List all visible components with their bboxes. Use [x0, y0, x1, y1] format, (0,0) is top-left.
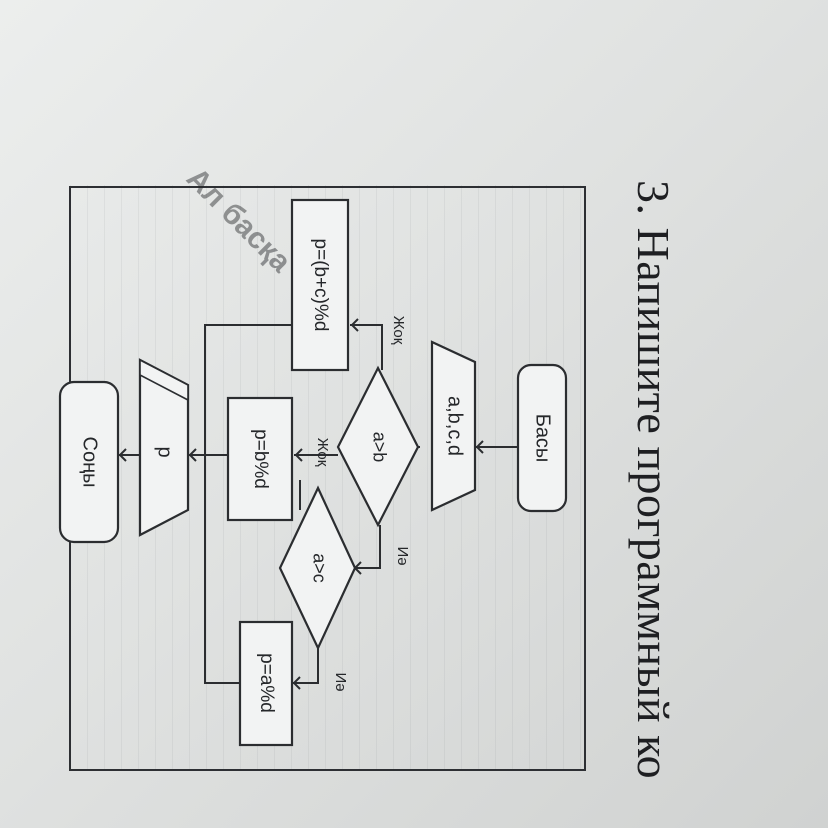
- input-block: a,b,c,d: [430, 340, 477, 512]
- end-terminal: Соңы: [58, 380, 120, 544]
- decision-a-gt-c: a>c: [278, 485, 357, 651]
- process-bc: p=(b+c)%d: [290, 198, 350, 372]
- proc-b-label: p=b%d: [250, 429, 271, 489]
- process-a: p=a%d: [238, 620, 294, 747]
- proc-bc-label: p=(b+c)%d: [310, 239, 331, 332]
- yes-label-1: Иә: [394, 546, 411, 565]
- watermark-text: Ал басқа: [180, 162, 297, 279]
- output-block: p: [138, 358, 190, 537]
- output-label: p: [154, 446, 176, 457]
- no-label-2: Жоқ: [314, 438, 331, 467]
- cond2-label: a>c: [309, 553, 329, 583]
- yes-label-2: Иә: [332, 672, 349, 691]
- input-label: a,b,c,d: [444, 396, 466, 456]
- end-label: Соңы: [79, 437, 101, 488]
- process-b: p=b%d: [226, 396, 294, 522]
- decision-a-gt-b: a>b: [336, 365, 420, 528]
- no-label-1: Жоқ: [390, 316, 407, 345]
- cond1-label: a>b: [369, 432, 389, 463]
- start-terminal: Басы: [516, 363, 568, 513]
- start-label: Басы: [532, 414, 554, 463]
- proc-a-label: p=a%d: [256, 653, 277, 713]
